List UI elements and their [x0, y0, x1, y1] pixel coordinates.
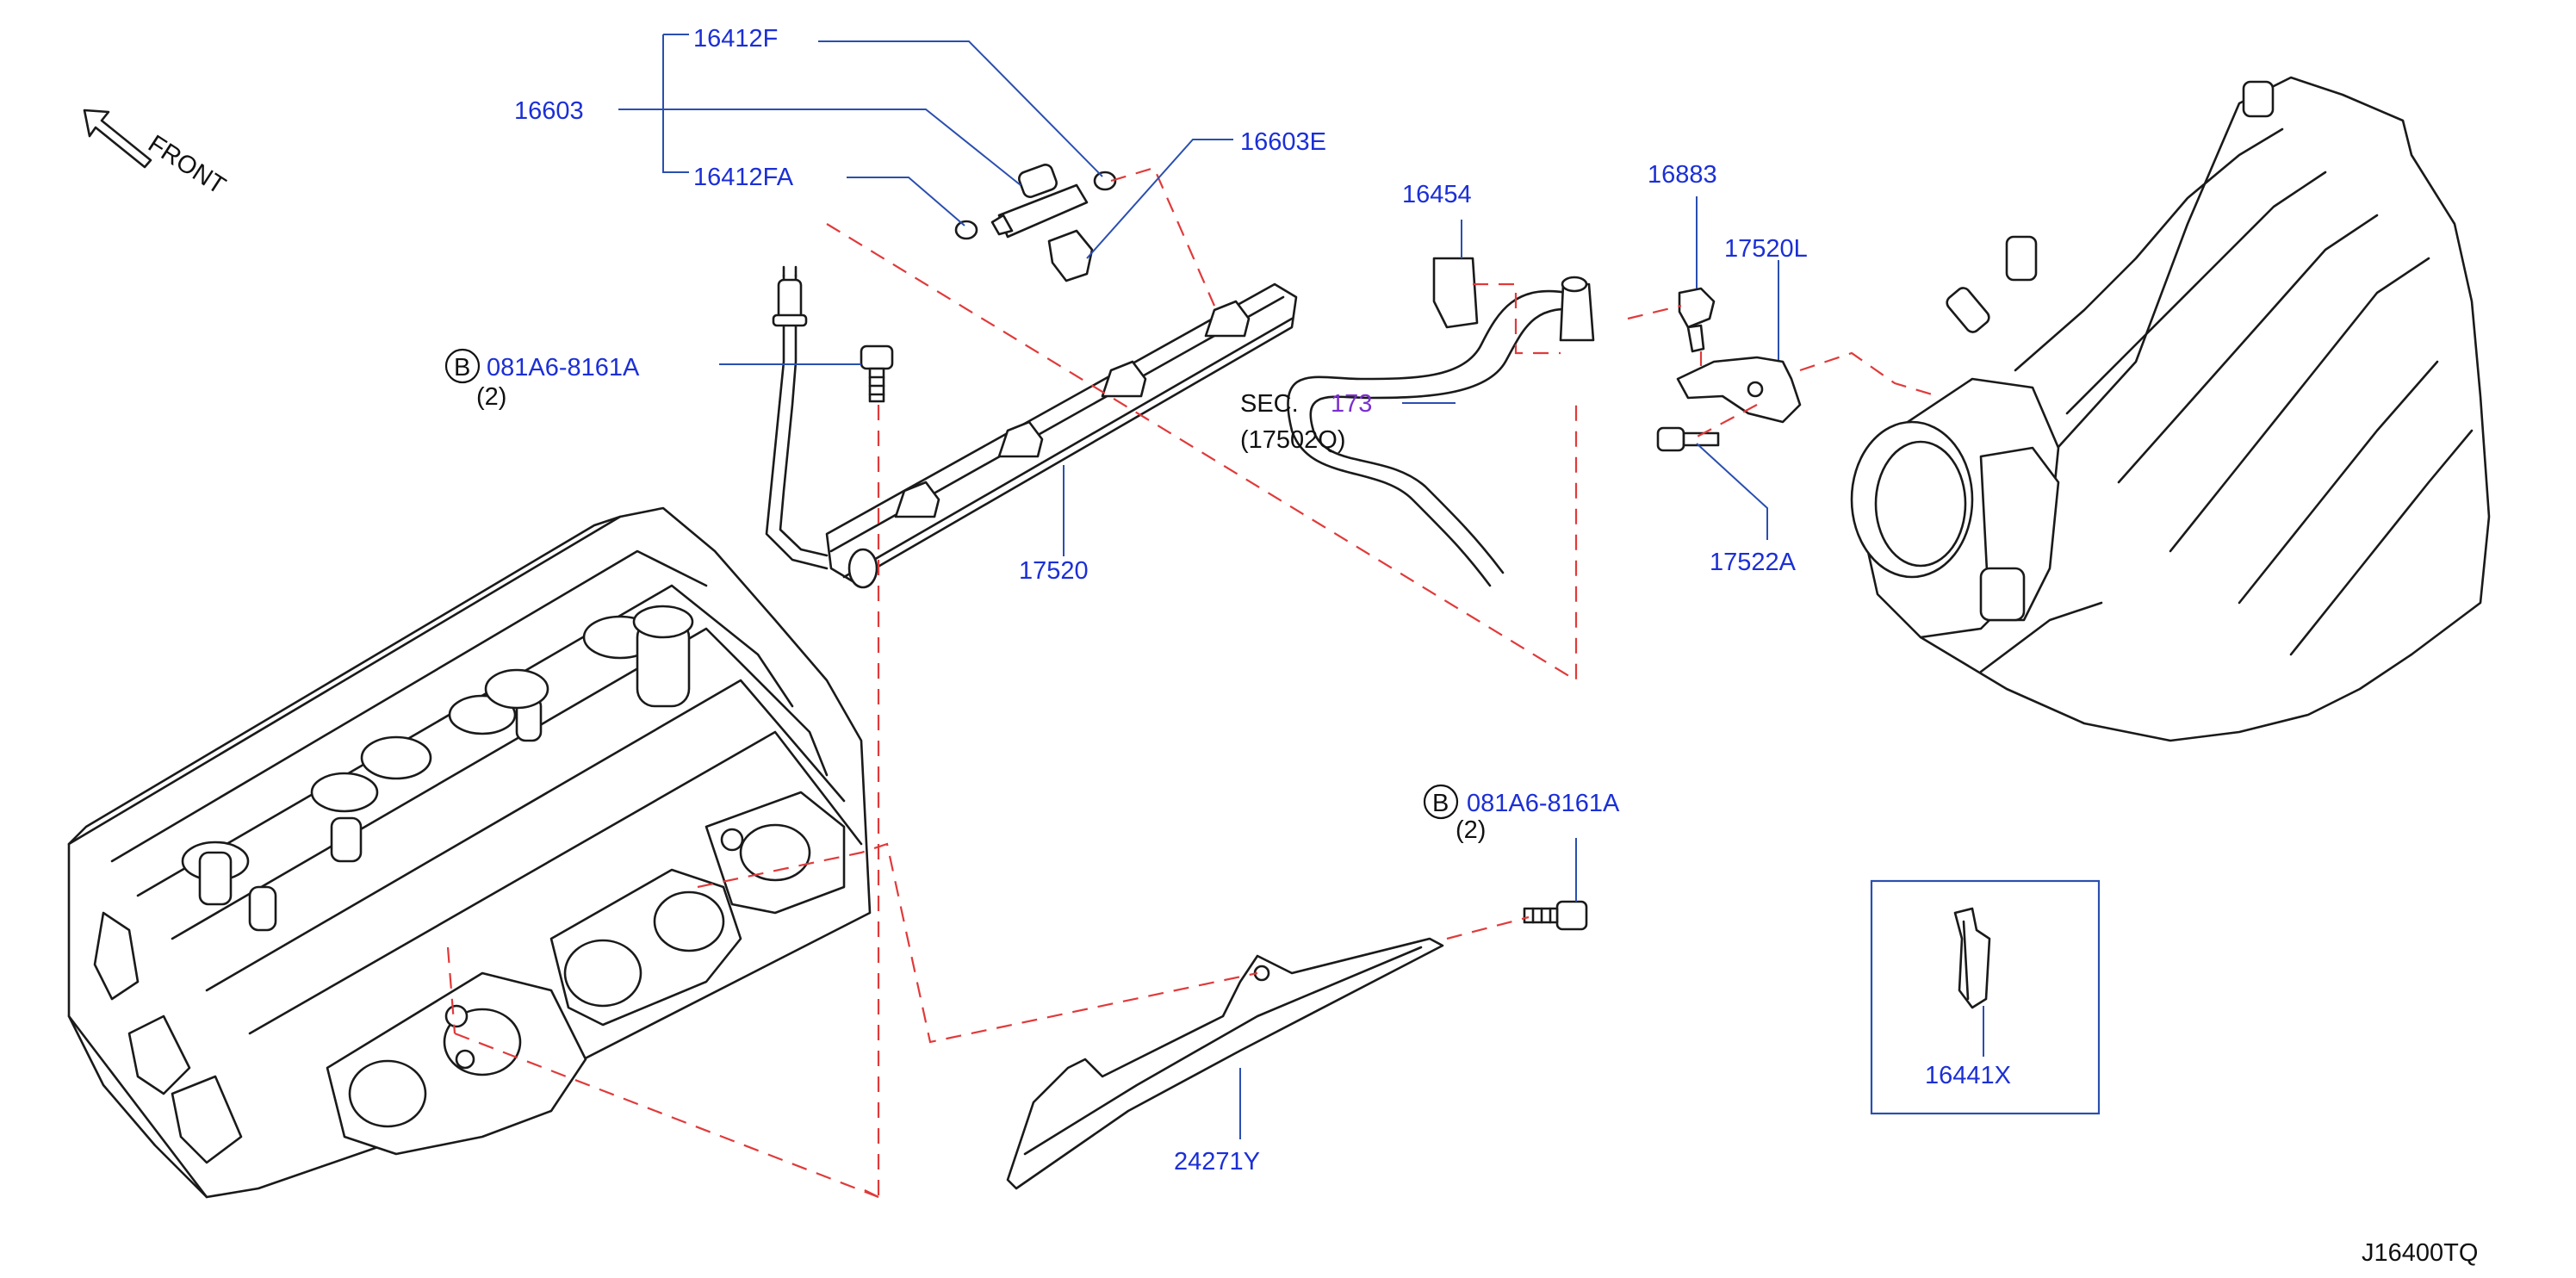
label-17520l: 17520L — [1724, 235, 1808, 263]
front-arrow-icon — [83, 109, 152, 169]
injector-illustration — [954, 164, 1117, 282]
label-17520: 17520 — [1019, 557, 1089, 585]
fuel-hose-illustration — [1287, 257, 1595, 587]
front-label: FRONT — [143, 130, 230, 200]
bolt-bottom-code: 081A6-8161A — [1467, 790, 1620, 817]
label-16883: 16883 — [1648, 161, 1717, 189]
bolt-top-badge-letter: B — [454, 354, 470, 382]
label-24271y: 24271Y — [1174, 1148, 1260, 1176]
bolt-top-illustration — [860, 344, 894, 403]
bolt-top-badge — [444, 348, 481, 384]
label-16441x: 16441X — [1925, 1062, 2011, 1089]
bolt-bottom-illustration — [1523, 900, 1588, 931]
label-16412f: 16412F — [693, 25, 778, 53]
fuel-rail-illustration — [765, 265, 1298, 589]
leader-lines — [618, 34, 1984, 1139]
label-16603: 16603 — [514, 97, 584, 125]
diagram-id: J16400TQ — [2362, 1239, 2478, 1267]
cylinder-head-illustration — [67, 506, 872, 1199]
heat-shield-illustration — [1006, 937, 1444, 1190]
bolt-top-code: 081A6-8161A — [487, 354, 640, 382]
bolt-top-qty: (2) — [476, 383, 506, 411]
inset-frame — [1870, 879, 2101, 1115]
bolt-bottom-badge — [1423, 784, 1459, 820]
label-16454: 16454 — [1402, 181, 1472, 208]
intake-manifold-illustration — [1850, 76, 2491, 742]
sec-sub: (17502Q) — [1240, 426, 1346, 454]
label-16412fa: 16412FA — [693, 164, 794, 191]
clip-16441x-illustration — [1953, 907, 1991, 1009]
label-16603e: 16603E — [1240, 128, 1326, 156]
sec-prefix: SEC. — [1240, 390, 1299, 418]
bolt-bottom-badge-letter: B — [1432, 790, 1449, 817]
dashed-connections — [446, 166, 1939, 1199]
bolt-bottom-qty: (2) — [1456, 816, 1486, 844]
sec-number: 173 — [1331, 390, 1372, 418]
label-17522a: 17522A — [1710, 549, 1797, 576]
bracket-illustration — [1656, 287, 1802, 452]
